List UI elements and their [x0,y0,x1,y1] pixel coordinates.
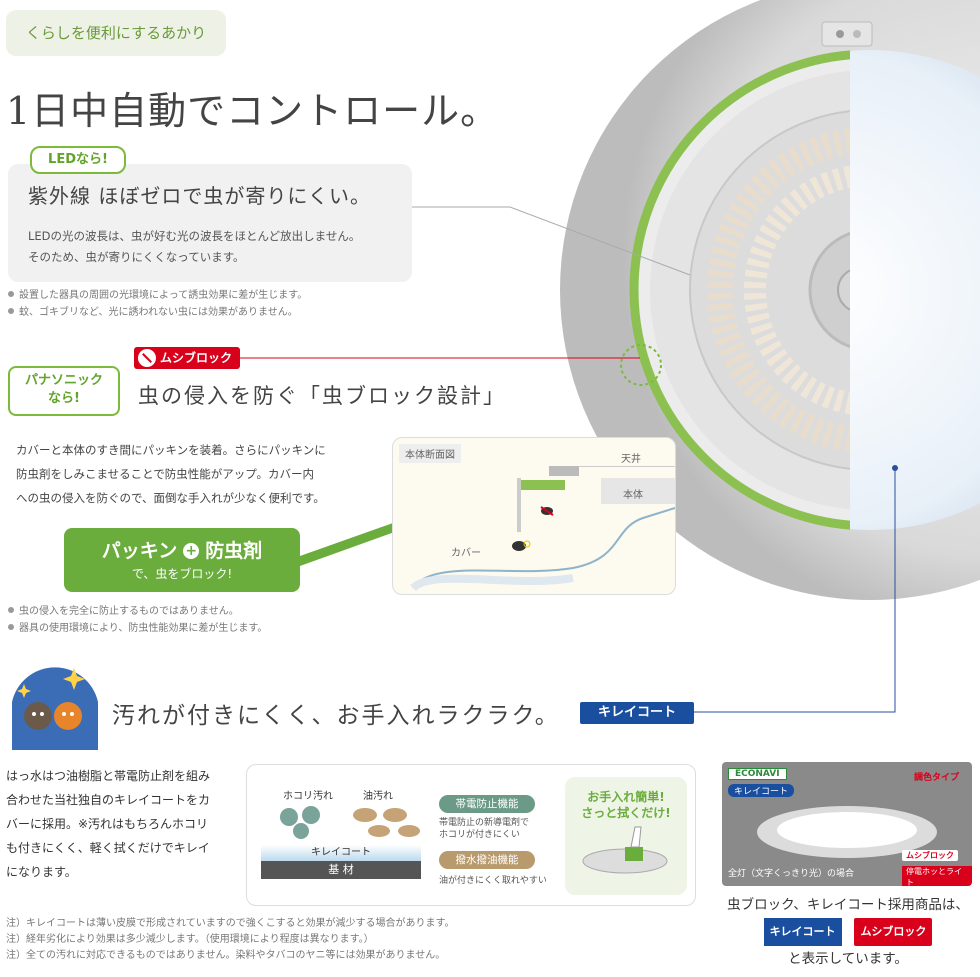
coat-layer: キレイコート [261,845,421,861]
no-bug-icon [138,349,156,367]
lamp-product-icon [757,806,937,858]
plus-icon: + [183,543,200,559]
bug-block-body: カバーと本体のすき間にパッキンを装着。さらにパッキンに 防虫剤をしみこませること… [16,438,326,510]
note-item: 注）キレイコートは薄い皮膜で形成されていますので強くこすると効果が減少する場合が… [6,918,455,929]
product-photo: ECONAVI キレイコート 調色タイプ 全灯（文字くっきり光）の場合 ムシブロ… [722,762,972,886]
product-text-line: 虫ブロック、キレイコート採用商品は、 [727,897,969,913]
repellent-feature-badge: 撥水撥油機能 [439,851,535,869]
category-tag: くらしを便利にするあかり [6,10,226,56]
product-mushi-badge: ムシブロック [902,850,958,861]
body-line: バーに採用。※汚れはもちろんホコリ [6,817,209,831]
product-hot-badge: 停電ホッとライト [902,866,972,886]
diagram-body-label: 本体 [623,490,643,501]
led-body-line: そのため、虫が寄りにくくなっています。 [28,250,245,264]
note-item: 注）経年劣化により効果は多少減少します。（使用環境により程度は異なります。） [6,934,374,945]
coat-diagram-box: ホコリ汚れ 油汚れ キレイコート 基 材 帯電防止機能 帯電防止の新導電剤でホコ… [246,764,696,906]
kirei-coat-small-badge: キレイコート [763,918,842,946]
product-label-text: 虫ブロック、キレイコート採用商品は、 キレイコート ムシブロック と表示していま… [722,892,974,972]
easy-clean-line: さっと拭くだけ! [581,806,671,820]
body-line: 防虫剤をしみこませることで防虫性能がアップ。カバー内 [16,467,314,481]
antistatic-feature-badge: 帯電防止機能 [439,795,535,813]
led-notes: 設置した器具の周囲の光環境によって誘虫効果に差が生じます。 蚊、ゴキブリなど、光… [8,287,307,321]
bug-block-title: 虫の侵入を防ぐ「虫ブロック設計」 [138,384,506,408]
packing-callout: パッキン+防虫剤 で、虫をブロック! [64,528,300,592]
note-item: 設置した器具の周囲の光環境によって誘虫効果に差が生じます。 [8,287,307,304]
base-layer: 基 材 [261,861,421,879]
easy-clean-panel: お手入れ簡単! さっと拭くだけ! [565,777,687,895]
cover-edge [517,478,521,532]
panasonic-badge: パナソニック なら! [8,366,120,416]
mount-block [549,466,579,476]
diagram-title: 本体断面図 [399,444,461,463]
body-line: への虫の侵入を防ぐので、面倒な手入れが少なく便利です。 [16,491,325,505]
dust-label: ホコリ汚れ [283,791,333,802]
mushi-block-label: ムシブロック [160,351,233,365]
led-panel [8,164,412,282]
note-item: 虫の侵入を完全に防止するものではありません。 [8,603,267,620]
coat-notes: 注）キレイコートは薄い皮膜で形成されていますので強くこすると効果が減少する場合が… [6,916,455,964]
color-type-label: 調色タイプ [914,773,960,783]
body-line: 合わせた当社独自のキレイコートをカ [6,793,211,807]
diagram-cover-label: カバー [451,548,481,559]
led-body: LEDの光の波長は、虫が好む光の波長をほとんど放出しません。 そのため、虫が寄り… [28,226,360,268]
product-text-line: と表示しています。 [788,951,908,967]
product-kirei-badge: キレイコート [728,784,795,797]
oil-label: 油汚れ [363,791,393,802]
note-item: 注）全ての汚れに対応できるものではありません。染料やタバコのヤニ等には効果があり… [6,950,446,961]
bug-block-notes: 虫の侵入を完全に防止するものではありません。 器具の使用環境により、防虫性能効果… [8,603,267,637]
repellent-feature-text: 油が付きにくく取れやすい [439,876,547,886]
led-title: 紫外線 ほぼゼロで虫が寄りにくい。 [28,184,371,208]
led-body-line: LEDの光の波長は、虫が好む光の波長をほとんど放出しません。 [28,229,361,243]
coat-title: 汚れが付きにくく、お手入れラクラク。 [112,703,560,729]
body-line: も付きにくく、軽く拭くだけでキレイ [6,841,210,855]
note-item: 蚊、ゴキブリなど、光に誘われない虫には効果がありません。 [8,304,307,321]
category-tag-text: くらしを便利にするあかり [25,24,207,42]
note-item: 器具の使用環境により、防虫性能効果に差が生じます。 [8,620,267,637]
ceiling-line [553,466,675,467]
mushi-block-small-badge: ムシブロック [854,918,933,946]
easy-clean-line: お手入れ簡単! [587,790,665,804]
bug-icon [509,538,531,554]
page-title: 1日中自動でコントロール。 [6,89,500,133]
dirt-particles-icon [280,806,420,839]
product-caption: 全灯（文字くっきり光）の場合 [728,869,855,879]
product-badges-line: キレイコート ムシブロック [722,918,974,946]
panasonic-badge-line: なら! [48,391,80,406]
mushi-block-badge: ムシブロック [134,347,241,369]
econavi-badge: ECONAVI [728,768,787,780]
coat-body: はっ水はつ油樹脂と帯電防止剤を組み 合わせた当社独自のキレイコートをカ バーに採… [6,764,210,884]
kirei-coat-badge: キレイコート [580,702,694,724]
wiping-hand-icon [582,826,668,874]
packing-strip [521,480,565,490]
packing-callout-sub: で、虫をブロック! [131,567,233,581]
body-line: カバーと本体のすき間にパッキンを装着。さらにパッキンに [16,443,326,457]
body-line: はっ水はつ油樹脂と帯電防止剤を組み [6,769,211,783]
packing-callout-title: パッキン+防虫剤 [101,540,263,562]
cover-curve [410,507,675,592]
cross-section-diagram: 本体断面図 天井 本体 カバー [392,437,676,595]
clean-sparkle-icon [12,667,98,750]
diagram-ceiling-label: 天井 [621,454,641,465]
body-line: になります。 [6,865,77,879]
led-badge: LEDなら! [30,146,126,174]
body-block [601,478,675,504]
bug-icon [539,502,555,516]
antistatic-feature-text: 帯電防止の新導電剤でホコリが付きにくい [439,818,530,840]
panasonic-badge-line: パナソニック [24,373,103,388]
